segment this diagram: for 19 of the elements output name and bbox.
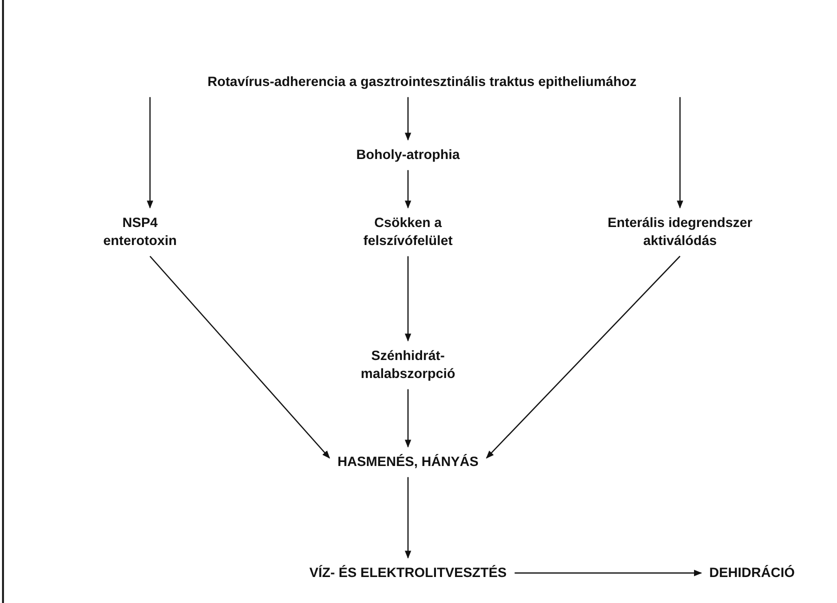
arrow <box>676 97 684 209</box>
arrow <box>486 256 680 459</box>
node-text: Csökken a felszívófelület <box>362 214 454 250</box>
arrow <box>146 97 154 209</box>
node-text: Szénhidrát-malabszorpció <box>360 346 456 383</box>
node-text: HASMENÉS, HÁNYÁS <box>337 452 479 471</box>
node-text: NSP4 enterotoxin <box>102 214 178 250</box>
node-text: VÍZ- ÉS ELEKTROLITVESZTÉS <box>309 564 507 582</box>
arrow <box>150 256 330 459</box>
arrow <box>404 389 412 448</box>
arrow <box>404 256 412 342</box>
node-text: Enterális idegrendszer aktiválódás <box>606 214 754 250</box>
arrow <box>514 570 702 576</box>
arrow <box>404 97 412 141</box>
node-text: Rotavírus-adherencia a gasztrointesztinális traktus epitheliumához <box>207 72 637 91</box>
arrow <box>404 477 412 559</box>
node-text: DEHIDRÁCIÓ <box>709 564 795 582</box>
node-text: Boholy-atrophia <box>356 146 460 164</box>
arrow <box>404 170 412 209</box>
